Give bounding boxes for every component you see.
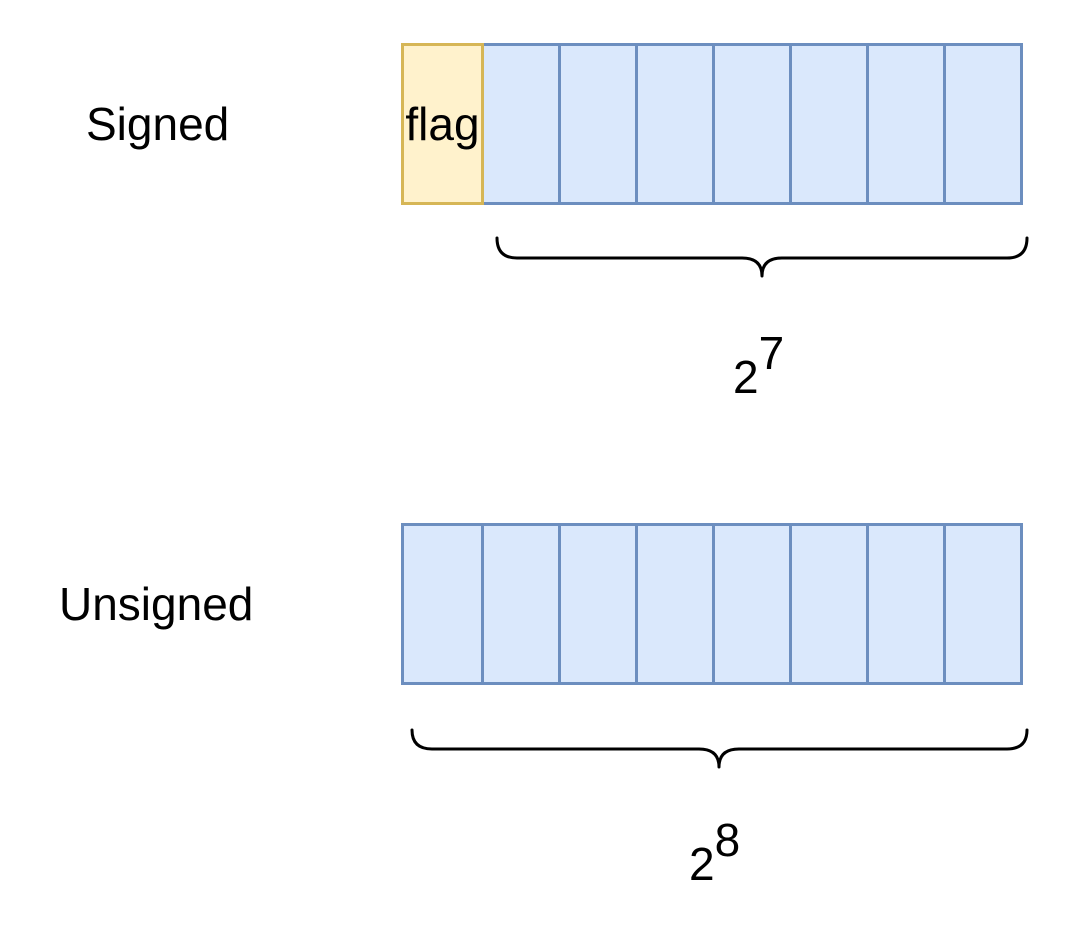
- signed-bit-cell: [866, 43, 946, 205]
- unsigned-bit-cell: [789, 523, 869, 685]
- signed-label: Signed: [86, 98, 230, 150]
- signed-bit-cell: [712, 43, 792, 205]
- unsigned-bit-cell: [481, 523, 561, 685]
- signed-bit-cell: [558, 43, 638, 205]
- unsigned-power-base: 2: [689, 838, 715, 890]
- flag-bit-label: flag: [405, 98, 480, 150]
- unsigned-bit-cell: [401, 523, 484, 685]
- signed-bit-cell: [635, 43, 715, 205]
- unsigned-range-power: 28: [689, 817, 740, 890]
- unsigned-bit-cell: [558, 523, 638, 685]
- signed-power-base: 2: [733, 351, 759, 403]
- unsigned-bit-row: [401, 523, 1023, 685]
- flag-bit-cell: flag: [401, 43, 484, 205]
- unsigned-bit-cell: [943, 523, 1023, 685]
- signed-range-power: 27: [733, 330, 784, 403]
- unsigned-bit-cell: [866, 523, 946, 685]
- signed-bit-cell: [789, 43, 869, 205]
- unsigned-brace: [410, 728, 1029, 769]
- signed-brace: [495, 236, 1029, 278]
- signed-power-exponent: 7: [758, 327, 785, 379]
- signed-bit-row: flag: [401, 43, 1023, 205]
- signed-bit-cell: [943, 43, 1023, 205]
- unsigned-bit-cell: [635, 523, 715, 685]
- unsigned-label: Unsigned: [59, 578, 254, 630]
- signed-bit-cell: [481, 43, 561, 205]
- unsigned-bit-cell: [712, 523, 792, 685]
- unsigned-power-exponent: 8: [714, 814, 741, 866]
